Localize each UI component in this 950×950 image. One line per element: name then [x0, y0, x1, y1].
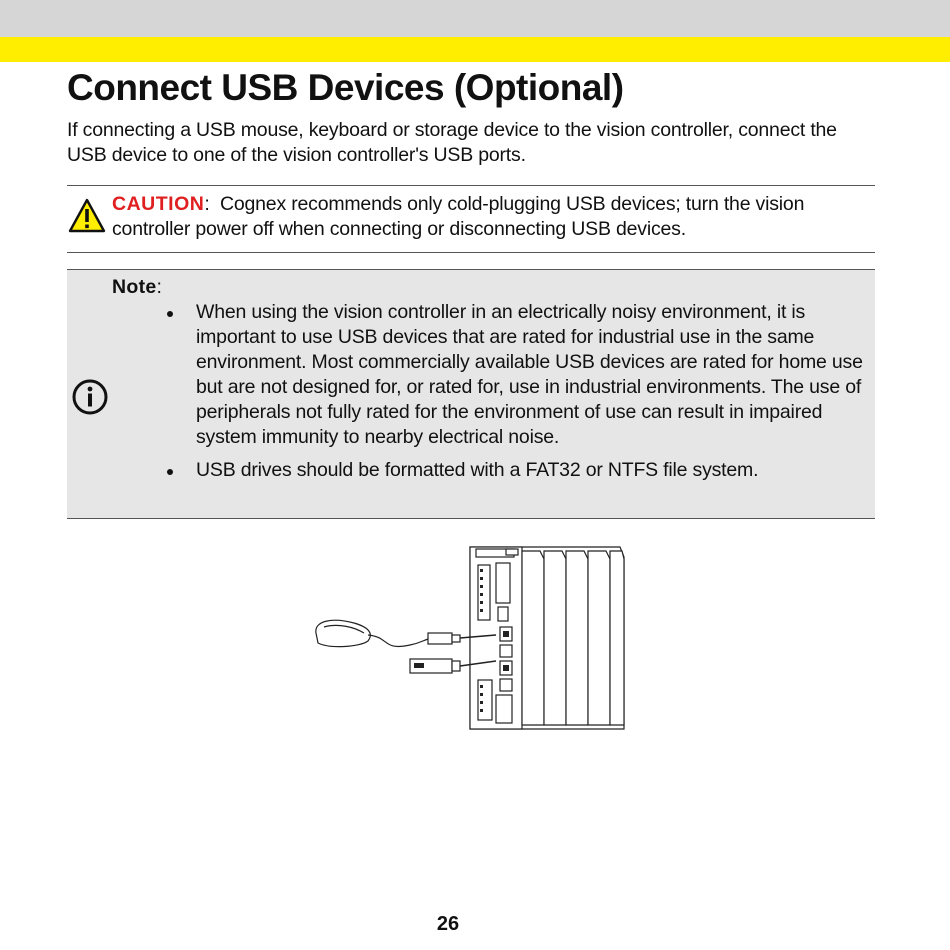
page-title: Connect USB Devices (Optional): [67, 67, 624, 108]
bullet-icon: [167, 469, 173, 475]
caution-label: CAUTION: [112, 193, 205, 215]
note-item-text: USB drives should be formatted with a FA…: [196, 459, 759, 481]
note-list: When using the vision controller in an e…: [167, 300, 867, 483]
caution-separator: :: [204, 193, 210, 215]
usb-connection-illustration: [315, 546, 625, 730]
header-top-band: [0, 0, 950, 37]
caution-text-block: CAUTION: Cognex recommends only cold-plu…: [112, 192, 872, 242]
note-box: Note: When using the vision controller i…: [67, 269, 875, 519]
page-number: 26: [436, 913, 460, 935]
caution-message: Cognex recommends only cold-plugging USB…: [112, 193, 805, 240]
warning-triangle-icon: [68, 198, 106, 233]
note-item-text: When using the vision controller in an e…: [196, 301, 863, 448]
header-yellow-band: [0, 37, 950, 62]
info-circle-icon: [72, 379, 108, 415]
note-heading: Note:: [112, 275, 162, 300]
note-list-item: When using the vision controller in an e…: [167, 300, 867, 450]
intro-paragraph: If connecting a USB mouse, keyboard or s…: [67, 119, 837, 166]
note-label: Note: [112, 276, 157, 298]
note-list-item: USB drives should be formatted with a FA…: [167, 458, 867, 483]
caution-box: CAUTION: Cognex recommends only cold-plu…: [67, 185, 875, 253]
note-separator: :: [156, 276, 162, 298]
bullet-icon: [167, 311, 173, 317]
